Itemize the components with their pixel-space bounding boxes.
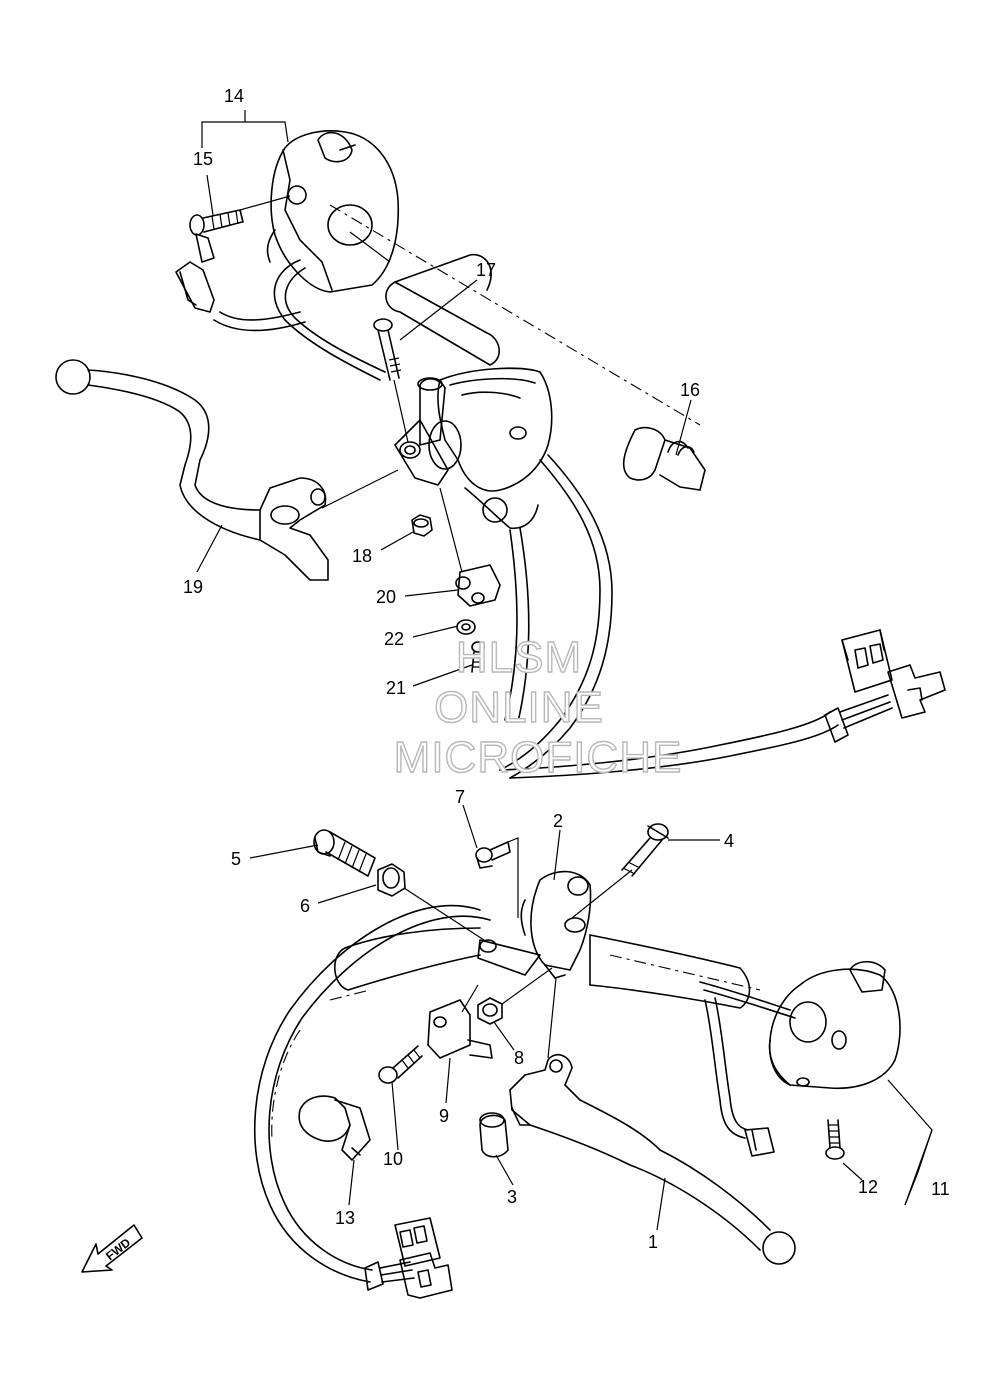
clutch-lever-lower: [509, 1053, 796, 1265]
callout-22: 22: [384, 629, 404, 649]
callout-7: 7: [455, 787, 465, 807]
callout-19: 19: [183, 577, 203, 597]
watermark-line-2: ONLINE: [434, 683, 604, 732]
screw-15: [189, 209, 244, 236]
callout-15: 15: [193, 149, 213, 169]
callout-12: 12: [858, 1177, 878, 1197]
collar-3: [479, 1112, 509, 1158]
upper-handlebar-grip: [329, 204, 701, 426]
right-switch-housing: [768, 960, 901, 1090]
connector-upper: [824, 629, 946, 743]
callout-13: 13: [335, 1208, 355, 1228]
callout-labels: 1 2 3 4 5 6 7 8 9 10 11 12 13 14 15 16 1…: [183, 86, 950, 1252]
switch-wire-harness-upper: [175, 233, 386, 381]
lever-bracket: [477, 870, 592, 979]
connector-lower: [364, 1217, 453, 1299]
callout-5: 5: [231, 849, 241, 869]
screw-21: [471, 641, 485, 673]
switch-wire-harness-lower: [699, 981, 796, 1157]
screw-10: [378, 1045, 423, 1084]
upper-assembly: [55, 130, 946, 779]
leader-lines: [196, 110, 933, 1231]
brake-lever-upper: [55, 359, 329, 581]
lower-handlebar-grip: [329, 927, 761, 1009]
nut-6: [377, 863, 406, 897]
callout-8: 8: [514, 1048, 524, 1068]
callout-9: 9: [439, 1106, 449, 1126]
lower-guide-lines: [403, 837, 633, 1059]
nut-18: [411, 514, 433, 537]
callout-4: 4: [724, 831, 734, 851]
watermark-line-3: MICROFICHE: [394, 733, 683, 782]
washer-22: [456, 619, 476, 635]
control-cable-lower: [253, 904, 491, 1283]
switch-9: [427, 999, 493, 1059]
callout-21: 21: [386, 678, 406, 698]
watermark-line-1: HLSM: [456, 633, 582, 682]
bolt-5: [313, 829, 376, 877]
callout-20: 20: [376, 587, 396, 607]
bolt-4: [621, 823, 669, 877]
callout-14: 14: [224, 86, 244, 106]
fwd-direction-marker: FWD: [81, 1224, 143, 1273]
control-cable-upper: [499, 454, 839, 779]
bolt-17: [373, 318, 402, 381]
callout-18: 18: [352, 546, 372, 566]
lower-assembly: [253, 823, 901, 1299]
callout-11: 11: [931, 1179, 950, 1199]
master-cylinder: [394, 367, 553, 530]
watermark: HLSM ONLINE MICROFICHE: [393, 632, 683, 782]
nut-8: [477, 997, 503, 1025]
callout-2: 2: [553, 811, 563, 831]
screw-12: [825, 1119, 845, 1160]
callout-6: 6: [300, 896, 310, 916]
left-switch-housing: [266, 130, 400, 293]
clamp-13: [298, 1095, 371, 1161]
bolt-7: [475, 841, 511, 869]
switch-20: [455, 564, 501, 607]
callout-1: 1: [648, 1232, 658, 1252]
upper-guide-lines: [239, 195, 463, 573]
callout-10: 10: [383, 1149, 403, 1169]
callout-17: 17: [476, 260, 496, 280]
fwd-arrow-icon: [81, 1224, 143, 1273]
callout-3: 3: [507, 1187, 517, 1207]
callout-16: 16: [680, 380, 700, 400]
clamp-16: [622, 426, 706, 491]
